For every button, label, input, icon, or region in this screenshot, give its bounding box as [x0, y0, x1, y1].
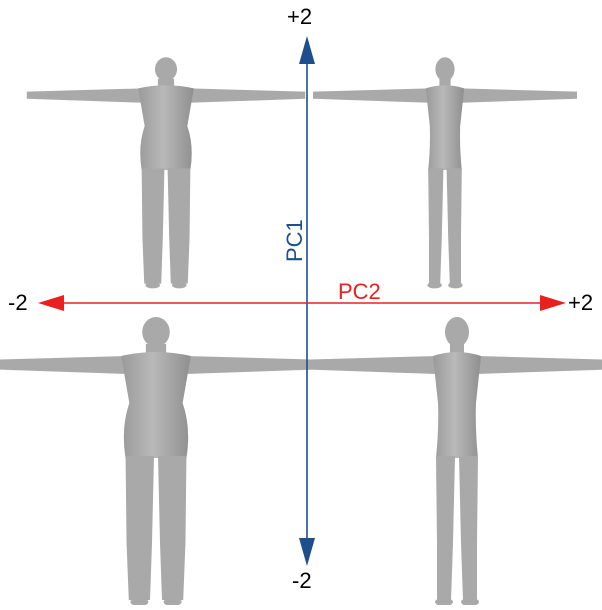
right-foot-bottom-left	[163, 598, 182, 606]
torso-top-right	[425, 85, 465, 170]
left-foot-bottom-right	[435, 598, 453, 606]
head-bottom-left	[142, 317, 170, 347]
arms-bottom-right	[292, 356, 602, 374]
left-foot-top-left	[145, 282, 160, 289]
arms-top-right	[313, 88, 577, 103]
right-foot-bottom-right	[461, 598, 479, 606]
head-top-left	[154, 57, 178, 82]
torso-top-left	[138, 85, 194, 170]
arms-bottom-left	[0, 356, 330, 374]
legs-top-left	[141, 168, 191, 284]
pc1-arrow-down-head	[299, 538, 315, 566]
pc1-axis-title: PC1	[282, 219, 307, 262]
legs-top-right	[428, 168, 462, 284]
body-figure-top-right	[313, 57, 577, 289]
body-figure-bottom-left	[0, 317, 330, 606]
pc2-arrow-left-head	[38, 295, 64, 311]
left-foot-top-right	[427, 282, 442, 289]
pc1-max-label: +2	[287, 4, 313, 29]
pc1-min-label: -2	[292, 568, 312, 593]
arms-top-left	[26, 88, 306, 103]
right-foot-top-right	[448, 282, 463, 289]
body-figure-top-left	[26, 57, 306, 289]
pc2-arrow-right-head	[540, 295, 566, 311]
legs-bottom-left	[125, 456, 187, 600]
left-foot-bottom-left	[130, 598, 149, 606]
pc1-arrow-up-head	[299, 36, 315, 64]
pc2-max-label: +2	[568, 290, 594, 315]
neck-top-right	[439, 78, 451, 89]
legs-bottom-right	[436, 456, 478, 600]
right-foot-top-left	[172, 282, 187, 289]
pc2-axis-title: PC2	[338, 279, 381, 304]
torso-bottom-right	[433, 352, 481, 458]
head-top-right	[435, 57, 455, 82]
neck-top-left	[157, 78, 175, 89]
pc2-min-label: -2	[8, 290, 28, 315]
head-bottom-right	[445, 317, 469, 347]
body-figure-bottom-right	[292, 317, 602, 606]
torso-bottom-left	[121, 352, 191, 458]
